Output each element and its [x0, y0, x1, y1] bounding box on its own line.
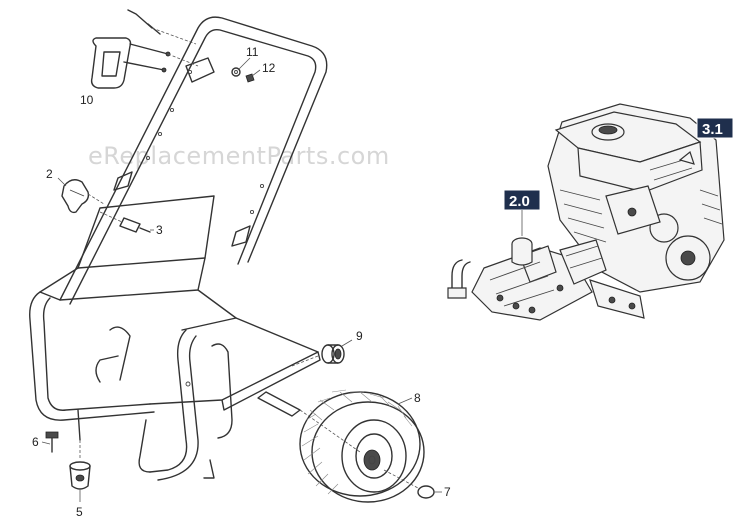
callout-6[interactable]: 6: [32, 435, 39, 449]
base-frame: [29, 289, 321, 481]
callout-3[interactable]: 3: [156, 223, 163, 237]
rubber-foot: [69, 461, 91, 490]
callout-12[interactable]: 12: [262, 61, 276, 75]
callout-5[interactable]: 5: [76, 505, 83, 519]
axle: [257, 391, 361, 453]
callout-10[interactable]: 10: [80, 93, 94, 107]
foot-bolt: [45, 431, 59, 453]
callout-9[interactable]: 9: [356, 329, 363, 343]
bushing: [321, 344, 345, 364]
washer-nut: [231, 67, 255, 83]
badge-3-1-label: 3.1: [702, 121, 723, 138]
bolt: [119, 217, 151, 233]
callout-7[interactable]: 7: [444, 485, 451, 499]
engine-pump-assembly: [447, 103, 725, 321]
cord-hook: [90, 9, 171, 89]
callout-2[interactable]: 2: [46, 167, 53, 181]
badge-3-1[interactable]: 3.1: [696, 117, 734, 139]
hub-cap: [417, 485, 435, 499]
badge-2-0[interactable]: 2.0: [503, 189, 541, 211]
knob: [61, 179, 90, 214]
callout-8[interactable]: 8: [414, 391, 421, 405]
callout-11[interactable]: 11: [246, 45, 259, 59]
handle-frame: [39, 16, 328, 305]
badge-2-0-label: 2.0: [509, 193, 530, 210]
wheel: [299, 389, 425, 503]
